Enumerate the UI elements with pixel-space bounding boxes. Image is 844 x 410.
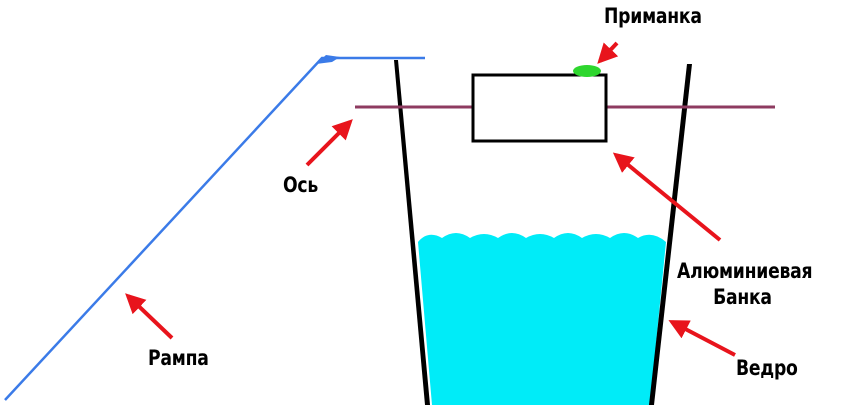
ramp-arrow	[125, 293, 174, 340]
bucket-label: Ведро	[736, 356, 798, 380]
can-label-line1: Алюминиевая	[677, 259, 813, 283]
bait	[573, 65, 601, 77]
water	[418, 233, 666, 405]
can-arrow	[612, 152, 722, 242]
axle-arrow	[305, 119, 353, 167]
can-label-line2: Банка	[713, 285, 772, 309]
ramp-label: Рампа	[148, 346, 209, 370]
bucket-arrow	[668, 320, 736, 357]
bucket-right-wall	[649, 64, 692, 405]
bait-arrow	[597, 41, 619, 64]
aluminum-can	[471, 73, 608, 143]
ramp-tip	[316, 55, 340, 64]
ramp	[4, 56, 425, 401]
bucket-left-wall	[394, 60, 430, 405]
bait-label: Приманка	[604, 4, 702, 28]
can-label: Алюминиевая Банка	[677, 258, 813, 310]
axle-label: Ось	[283, 173, 319, 197]
